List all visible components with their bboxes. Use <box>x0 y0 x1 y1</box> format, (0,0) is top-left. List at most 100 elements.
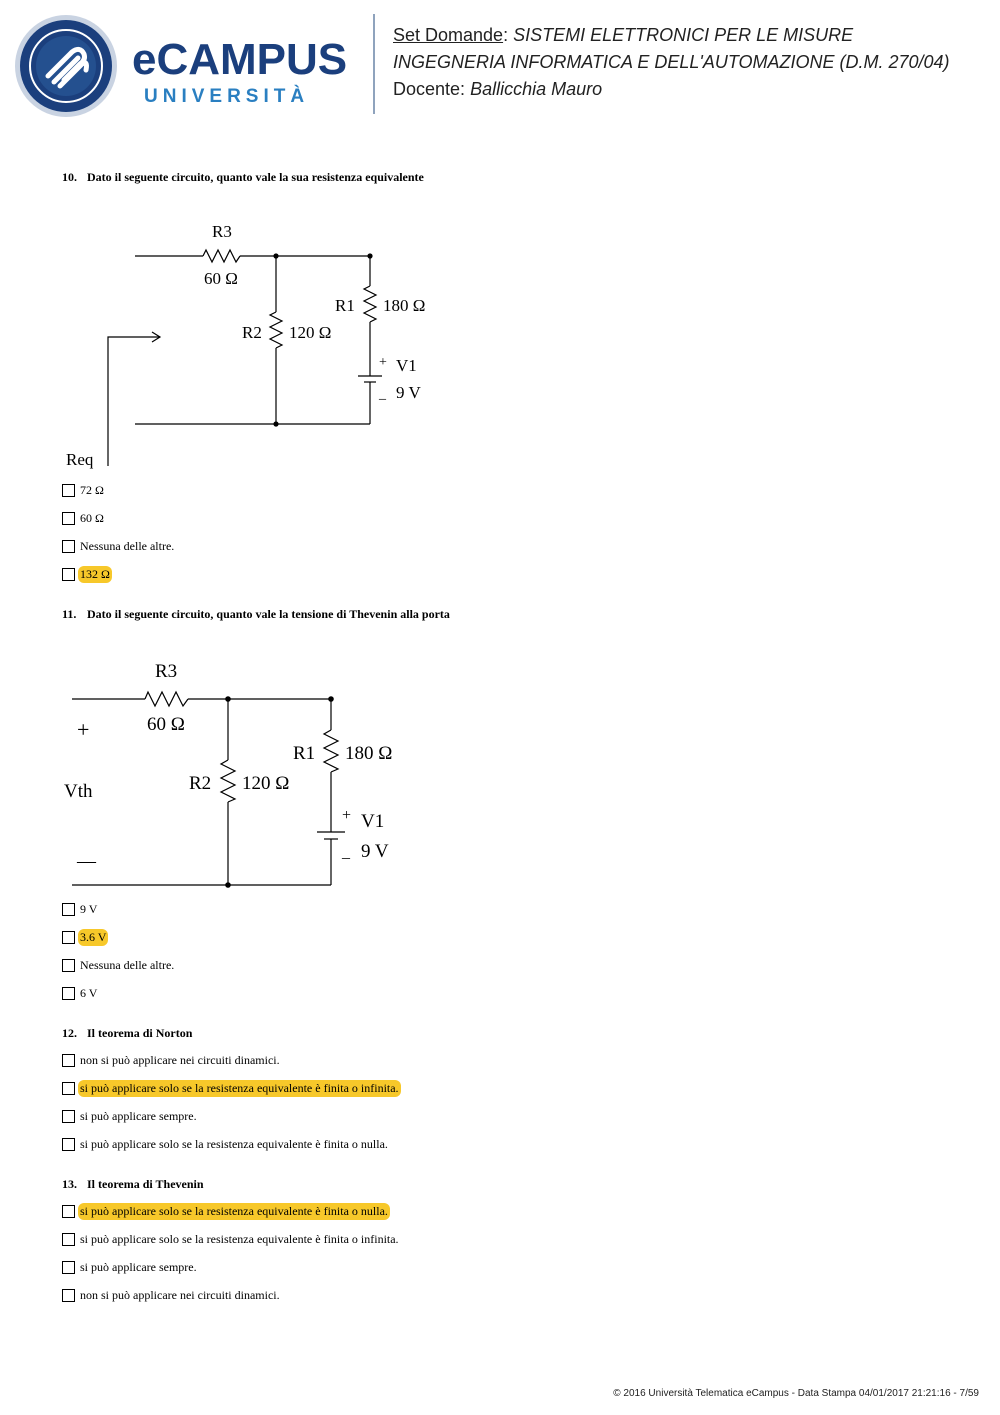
answer-checkbox[interactable] <box>62 1288 75 1302</box>
question-text: Il teorema di Thevenin <box>87 1177 204 1191</box>
answer-option[interactable]: Nessuna delle altre. <box>62 956 176 974</box>
answer-text: Nessuna delle altre. <box>80 957 175 972</box>
answer-text: si può applicare sempre. <box>80 1108 197 1123</box>
answer-checkbox[interactable] <box>62 1053 75 1067</box>
junction-dot <box>225 882 231 888</box>
question-number: 11. <box>62 607 77 621</box>
junction-dot <box>225 696 231 702</box>
answer-text-highlighted: si può applicare solo se la resistenza e… <box>78 1079 401 1097</box>
header-line-2: INGEGNERIA INFORMATICA E DELL'AUTOMAZION… <box>393 49 950 76</box>
answer-option[interactable]: 6 V <box>62 984 99 1002</box>
answer-option[interactable]: 9 V <box>62 900 99 918</box>
v1-plus: + <box>379 355 387 370</box>
junction-dot <box>273 253 279 259</box>
r1-value: 180 Ω <box>345 743 392 764</box>
answer-option[interactable]: si può applicare solo se la resistenza e… <box>62 1230 401 1248</box>
v1-minus: _ <box>378 387 387 402</box>
junction-dot <box>273 421 279 427</box>
answer-checkbox[interactable] <box>62 930 75 944</box>
answer-checkbox[interactable] <box>62 511 75 525</box>
question-11-title: 11. Dato il seguente circuito, quanto val… <box>62 607 450 622</box>
answer-checkbox[interactable] <box>62 1204 75 1218</box>
answer-checkbox[interactable] <box>62 958 75 972</box>
answer-option[interactable]: non si può applicare nei circuiti dinami… <box>62 1051 282 1069</box>
v1-label: V1 <box>396 356 417 375</box>
r1-value: 180 Ω <box>383 296 425 315</box>
vth-plus: + <box>77 717 89 742</box>
junction-dot <box>367 253 373 259</box>
r2-value: 120 Ω <box>242 773 289 794</box>
r2-label: R2 <box>242 323 262 342</box>
v1-label: V1 <box>361 811 384 832</box>
answer-checkbox[interactable] <box>62 1232 75 1246</box>
answer-text: si può applicare solo se la resistenza e… <box>80 1231 399 1246</box>
vth-label: Vth <box>64 781 93 802</box>
answer-option-highlighted[interactable]: 132 Ω <box>62 565 112 583</box>
ecampus-logo-icon <box>15 15 117 117</box>
r1-label: R1 <box>335 296 355 315</box>
degree-title: INGEGNERIA INFORMATICA E DELL'AUTOMAZION… <box>393 52 950 72</box>
r2-value: 120 Ω <box>289 323 331 342</box>
answer-option[interactable]: si può applicare sempre. <box>62 1107 199 1125</box>
answer-checkbox[interactable] <box>62 1081 75 1095</box>
r3-label: R3 <box>155 661 177 682</box>
answer-option[interactable]: 60 Ω <box>62 509 106 527</box>
answer-text: non si può applicare nei circuiti dinami… <box>80 1052 280 1067</box>
header-info: Set Domande: SISTEMI ELETTRONICI PER LE … <box>393 22 950 103</box>
docente-label: Docente: <box>393 79 466 99</box>
answer-checkbox[interactable] <box>62 986 75 1000</box>
answer-option[interactable]: Nessuna delle altre. <box>62 537 176 555</box>
answer-text: si può applicare sempre. <box>80 1259 197 1274</box>
answer-checkbox[interactable] <box>62 539 75 553</box>
v1-value: 9 V <box>396 383 421 402</box>
r1-label: R1 <box>293 743 315 764</box>
answer-text: si può applicare solo se la resistenza e… <box>80 1136 388 1151</box>
answer-text-highlighted: si può applicare solo se la resistenza e… <box>78 1202 390 1220</box>
answer-option-highlighted[interactable]: si può applicare solo se la resistenza e… <box>62 1202 390 1220</box>
answer-option[interactable]: si può applicare solo se la resistenza e… <box>62 1135 390 1153</box>
vth-minus: — <box>76 851 97 872</box>
answer-option[interactable]: 72 Ω <box>62 481 106 499</box>
r3-label: R3 <box>212 222 232 241</box>
answer-text: 60 Ω <box>80 510 104 525</box>
question-text: Il teorema di Norton <box>87 1026 193 1040</box>
v1-value: 9 V <box>361 841 389 862</box>
header-divider <box>373 14 375 114</box>
question-12-title: 12. Il teorema di Norton <box>62 1026 192 1041</box>
header-line-3: Docente: Ballicchia Mauro <box>393 76 950 103</box>
junction-dot <box>328 696 334 702</box>
answer-option[interactable]: si può applicare sempre. <box>62 1258 199 1276</box>
answer-checkbox[interactable] <box>62 1137 75 1151</box>
docente-name: Ballicchia Mauro <box>470 79 603 99</box>
answer-text: non si può applicare nei circuiti dinami… <box>80 1287 280 1302</box>
answer-option-highlighted[interactable]: si può applicare solo se la resistenza e… <box>62 1079 401 1097</box>
header-line-1: Set Domande: SISTEMI ELETTRONICI PER LE … <box>393 25 854 45</box>
answer-checkbox[interactable] <box>62 1260 75 1274</box>
answer-text: 9 V <box>80 901 98 916</box>
question-text: Dato il seguente circuito, quanto vale l… <box>87 607 450 621</box>
logo-main-text: eCAMPUS <box>132 35 348 84</box>
set-domande-label: Set Domande <box>393 25 504 45</box>
answer-checkbox[interactable] <box>62 567 75 581</box>
v1-minus: _ <box>341 844 351 861</box>
answer-checkbox[interactable] <box>62 1109 75 1123</box>
course-title: SISTEMI ELETTRONICI PER LE MISURE <box>513 25 854 45</box>
circuit-diagram-q10: R3 60 Ω R2 120 Ω R1 180 Ω + V1 _ 9 V Req <box>66 222 425 469</box>
req-label: Req <box>66 450 94 469</box>
question-text: Dato il seguente circuito, quanto vale l… <box>87 170 424 184</box>
answer-checkbox[interactable] <box>62 483 75 497</box>
ecampus-logo-text: eCAMPUS UNIVERSITÀ <box>132 38 347 108</box>
r3-value: 60 Ω <box>204 269 238 288</box>
question-number: 13. <box>62 1177 77 1191</box>
question-10-title: 10. Dato il seguente circuito, quanto val… <box>62 170 424 185</box>
answer-option[interactable]: non si può applicare nei circuiti dinami… <box>62 1286 282 1304</box>
answer-text: Nessuna delle altre. <box>80 538 175 553</box>
question-number: 12. <box>62 1026 77 1040</box>
page-footer: © 2016 Università Telematica eCampus - D… <box>613 1388 979 1399</box>
answer-text-highlighted: 132 Ω <box>78 565 112 583</box>
logo-sub-text: UNIVERSITÀ <box>144 86 310 107</box>
answer-option-highlighted[interactable]: 3.6 V <box>62 928 109 946</box>
answer-checkbox[interactable] <box>62 902 75 916</box>
v1-plus: + <box>342 807 351 824</box>
question-number: 10. <box>62 170 77 184</box>
